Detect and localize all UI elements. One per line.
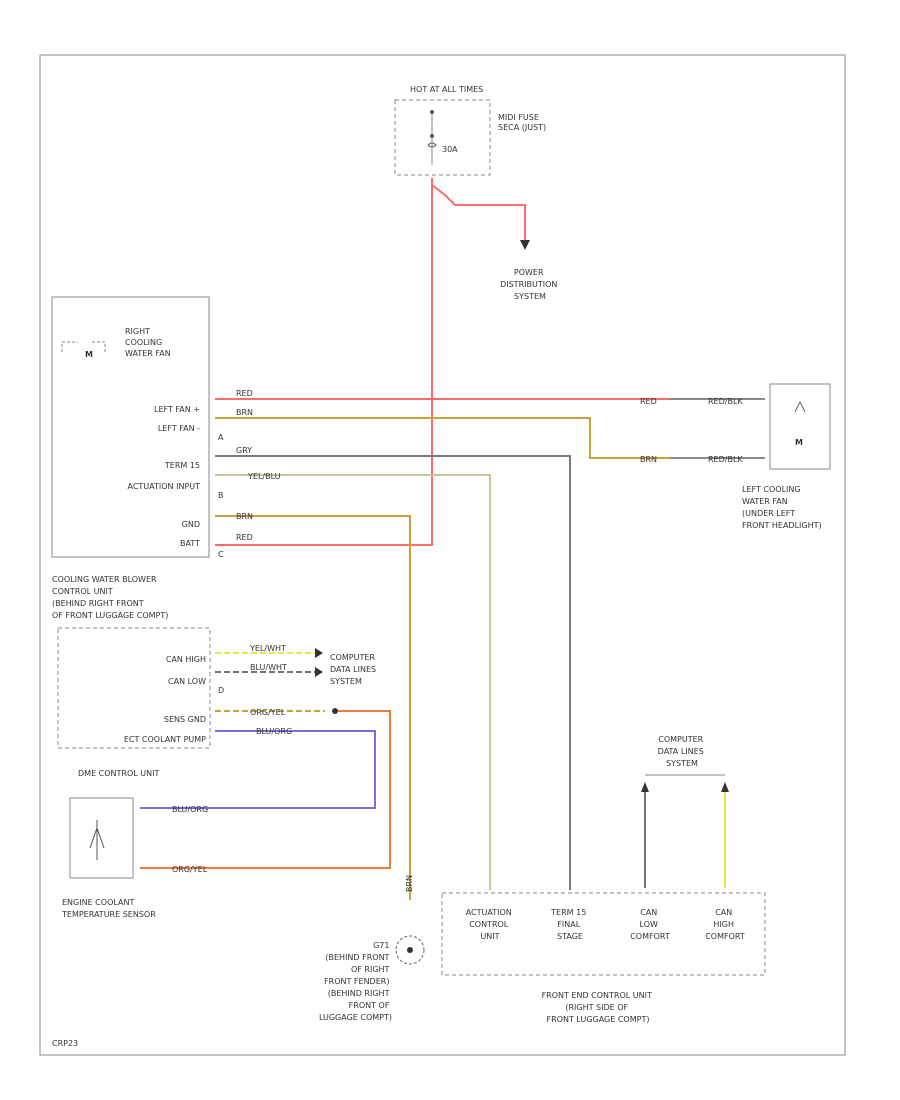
dme-pin-num: D [218, 686, 224, 695]
arrow-can-high-comfort [721, 782, 729, 792]
wire-gry-term15 [215, 455, 571, 890]
right-fan-symbol [61, 341, 106, 352]
wire-label-yel-blu: YEL/BLU [247, 472, 281, 481]
wire-label-red-2: RED [640, 397, 657, 406]
motor-icon: M [85, 350, 93, 359]
power-dist-label: POWER DISTRIBUTION SYSTEM [500, 268, 560, 301]
fuse-box-outline [394, 99, 491, 176]
pin-gnd: GND [182, 520, 200, 529]
fuse-terminal-top [430, 110, 434, 114]
dme-unit-box [57, 627, 211, 749]
wire-label-blu-org: BLU/ORG [256, 727, 292, 736]
left-fan-box [769, 383, 831, 470]
wire-org-yel-to-sensor [140, 710, 391, 869]
wire-label-brn-gnd: BRN [236, 512, 253, 521]
fec-pin-can-low: CAN LOW COMFORT [630, 908, 670, 941]
fec-pin-act-ctrl: ACTUATION CONTROL UNIT [466, 908, 515, 941]
ground-symbol [395, 935, 425, 965]
wire-red-power-dist [431, 184, 526, 240]
blower-unit-box [51, 296, 210, 558]
wire-label-org-yel: ORG/YEL [250, 708, 286, 717]
fec-unit-label: FRONT END CONTROL UNIT (RIGHT SIDE OF FR… [542, 991, 655, 1024]
pin-num: B [218, 491, 224, 500]
pin-num: A [218, 433, 224, 442]
wire-label-red: RED [236, 389, 253, 398]
wire-label-brn-2: BRN [640, 455, 657, 464]
fuse-terminal-mid [430, 134, 434, 138]
wire-label-brn-ground: BRN [405, 875, 414, 892]
fec-pin-can-high: CAN HIGH COMFORT [705, 908, 745, 941]
pin-act-input: ACTUATION INPUT [128, 482, 201, 491]
wire-brn-left-fan [215, 417, 670, 459]
fuse-box-label: MIDI FUSE SECA (JUST) [498, 113, 546, 132]
wire-label-red-batt: RED [236, 533, 253, 542]
fec-unit-box [441, 892, 766, 976]
fec-pin-term15: TERM 15 FINAL STAGE [550, 908, 589, 941]
diagram-frame [39, 54, 846, 1056]
wire-label-org-yel-2: ORG/YEL [172, 865, 208, 874]
dme-pin-ect: ECT COOLANT PUMP [124, 735, 206, 744]
blower-unit-label: COOLING WATER BLOWER CONTROL UNIT (BEHIN… [52, 575, 168, 620]
dme-pin-sens-gnd: SENS GND [164, 715, 206, 724]
ground-point [407, 947, 413, 953]
fuse-rating: 30A [442, 145, 458, 154]
ect-sensor-box [69, 797, 134, 879]
wire-yel-blu-act [215, 474, 491, 890]
hot-at-label: HOT AT ALL TIMES [410, 85, 483, 94]
ect-sensor-label: ENGINE COOLANT TEMPERATURE SENSOR [61, 898, 156, 919]
wire-red-batt [215, 178, 433, 546]
wire-label-yel-wht: YEL/WHT [249, 644, 286, 653]
arrow-can-high [315, 648, 323, 658]
arrow-power-dist [520, 240, 530, 250]
ground-label: G71 (BEHIND FRONT OF RIGHT FRONT FENDER)… [319, 941, 392, 1022]
wire-blu-org-ect [140, 730, 376, 809]
thermistor-icon [89, 820, 105, 860]
dme-pin-can-high: CAN HIGH [166, 655, 206, 664]
wire-label-gry: GRY [236, 446, 252, 455]
dme-pin-can-low: CAN LOW [168, 677, 206, 686]
wire-label-brn: BRN [236, 408, 253, 417]
arrow-can-low-comfort [641, 782, 649, 792]
pin-left-fan-plus: LEFT FAN + [154, 405, 200, 414]
pin-term15: TERM 15 [164, 461, 200, 470]
pin-batt: BATT [180, 539, 200, 548]
fuse-icon [427, 142, 437, 148]
wire-brn-gnd [215, 515, 411, 900]
right-fan-label: RIGHT COOLING WATER FAN [125, 327, 171, 358]
dme-unit-label: DME CONTROL UNIT [78, 769, 159, 778]
wire-label-blu-org-2: BLU/ORG [172, 805, 208, 814]
figure-id: CRP23 [52, 1039, 78, 1048]
left-fan-motor-icon: M [795, 438, 803, 447]
pin-left-fan-minus: LEFT FAN - [158, 424, 200, 433]
wire-label-red-blk: RED/BLK [708, 397, 743, 406]
splice-sens-gnd [332, 708, 338, 714]
left-fan-label: LEFT COOLING WATER FAN (UNDER LEFT FRONT… [742, 485, 822, 530]
arrow-can-low [315, 667, 323, 677]
computer-data-label-2: COMPUTER DATA LINES SYSTEM [658, 735, 707, 768]
blower-pin-numbers: A B C [218, 433, 224, 559]
wire-label-blu-wht: BLU/WHT [250, 663, 287, 672]
computer-data-label-1: COMPUTER DATA LINES SYSTEM [330, 653, 379, 686]
left-fan-motor-symbol [794, 400, 806, 413]
wire-label-red-blk-2: RED/BLK [708, 455, 743, 464]
pin-num: C [218, 550, 224, 559]
